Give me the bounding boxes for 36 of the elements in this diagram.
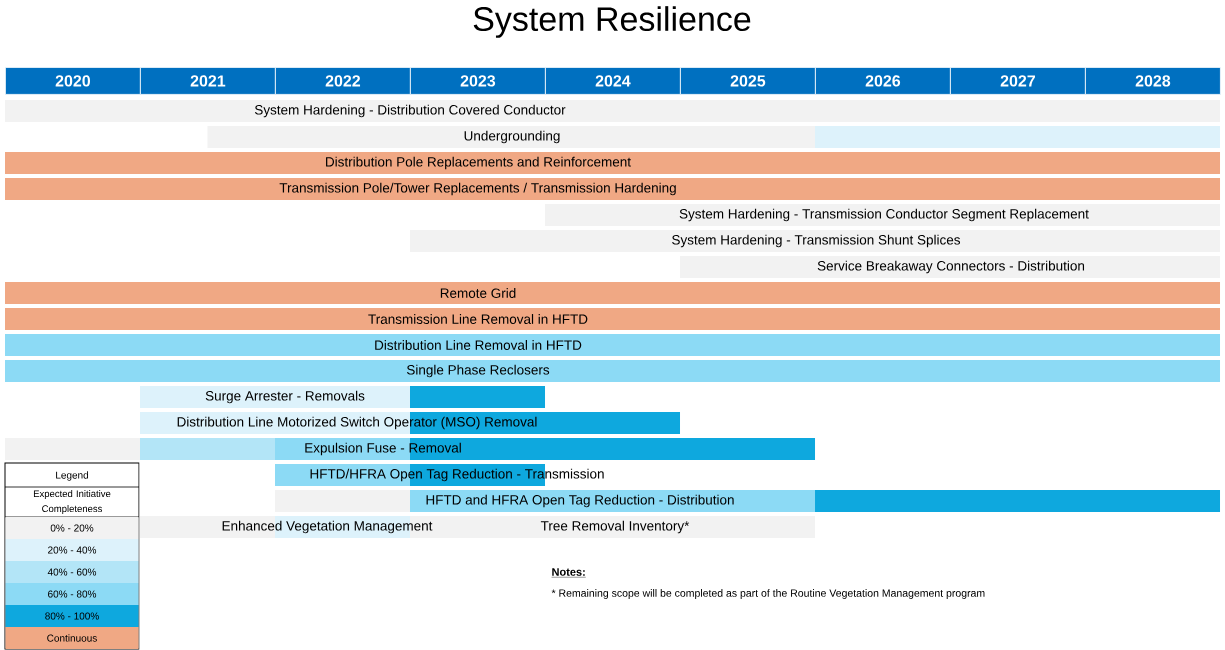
gantt-bar: Surge Arrester - Removals	[140, 386, 545, 408]
gantt-bar: Single Phase Reclosers	[5, 360, 1220, 382]
year-header-cell: 2020	[5, 67, 141, 95]
year-header-cell: 2022	[275, 67, 411, 95]
gantt-bar: Distribution Line Removal in HFTD	[5, 334, 1220, 356]
notes-heading: Notes:	[551, 568, 586, 578]
legend-title: Legend	[56, 471, 89, 481]
legend-entry: 40% - 60%	[47, 568, 97, 576]
gantt-bar: Service Breakaway Connectors - Distribution	[680, 256, 1220, 278]
legend-entry: 60% - 80%	[48, 590, 97, 598]
legend-entry: 0% - 20%	[50, 524, 94, 532]
gantt-bar: System Hardening - Transmission Conductor Segment Replacement	[545, 204, 1220, 226]
gantt-bar: Remote Grid	[5, 282, 1220, 304]
gantt-bar: Undergrounding	[207, 126, 1220, 148]
year-header-cell: 2025	[680, 67, 816, 95]
legend-entry: 20% - 40%	[48, 546, 97, 554]
gantt-bar: System Hardening - Transmission Shunt Splices	[410, 230, 1220, 252]
note: * Remaining scope will be completed as part of the Routine Vegetation Management program	[551, 589, 985, 599]
year-header-cell: 2024	[545, 67, 681, 95]
gantt-bar: Enhanced Vegetation Management Tree Removal Inventory*	[140, 516, 815, 538]
year-header-cell: 2026	[815, 67, 951, 95]
legend-entry: Continuous	[47, 634, 97, 642]
year-header-cell: 2028	[1085, 67, 1221, 95]
node-label: HFTD and HFRA Open Tag Reduction - Distribution	[426, 494, 734, 508]
year-header-cell: 2023	[410, 67, 546, 95]
gantt-bar: Transmission Line Removal in HFTD	[5, 308, 1220, 330]
legend-entry: 80% - 100%	[45, 612, 99, 620]
year-header-cell: 2027	[950, 67, 1086, 95]
legend-subtitle: Expected Initiative Completeness	[33, 490, 111, 514]
title: System Resilience	[473, 6, 751, 38]
gantt-bar: System Hardening - Distribution Covered Conductor	[5, 100, 1220, 122]
gantt-bar: Distribution Pole Replacements and Reinforcement	[5, 152, 1220, 174]
gantt-bar: HFTD and HFRA Open Tag Reduction - Distribution	[275, 490, 1220, 512]
gantt-bar: Transmission Pole/Tower Replacements / Transmission Hardening	[5, 178, 1220, 200]
node-label: Enhanced Vegetation Management	[222, 520, 433, 534]
year-header-cell: 2021	[140, 67, 276, 95]
